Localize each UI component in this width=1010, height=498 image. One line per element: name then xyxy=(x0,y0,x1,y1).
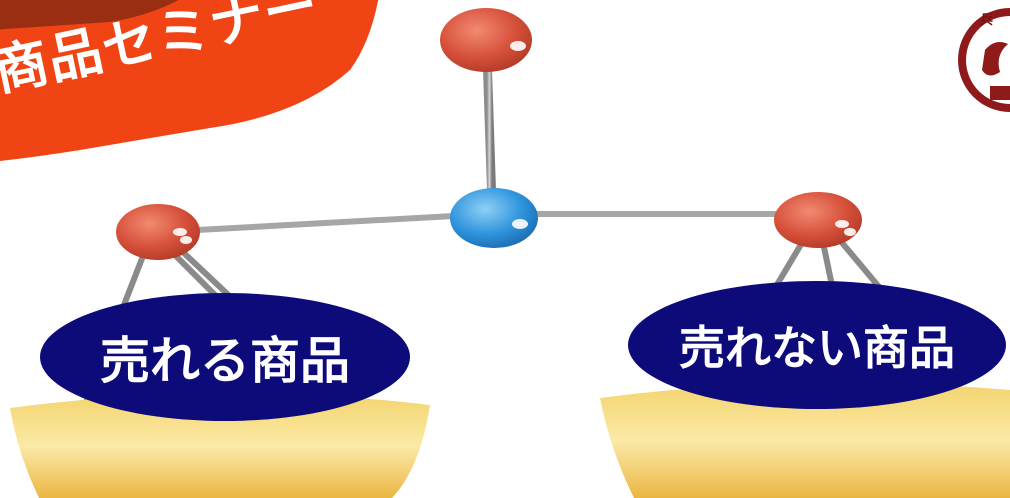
center-ball xyxy=(450,188,538,248)
top-ball xyxy=(440,8,532,72)
center-rod xyxy=(482,54,497,206)
seal-text: 兵 xyxy=(980,13,994,28)
left-pan-label: 売れる商品 xyxy=(40,293,410,421)
right-pan xyxy=(600,382,1010,498)
left-ball xyxy=(116,204,200,260)
left-beam xyxy=(159,211,491,235)
right-pan-label-text: 売れない商品 xyxy=(679,321,955,375)
banner xyxy=(0,0,379,161)
right-ball xyxy=(774,192,862,248)
left-pan xyxy=(10,393,430,498)
seal-logo xyxy=(958,8,1010,112)
left-pan-label-text: 売れる商品 xyxy=(100,332,350,390)
right-pan-label: 売れない商品 xyxy=(628,281,1006,409)
